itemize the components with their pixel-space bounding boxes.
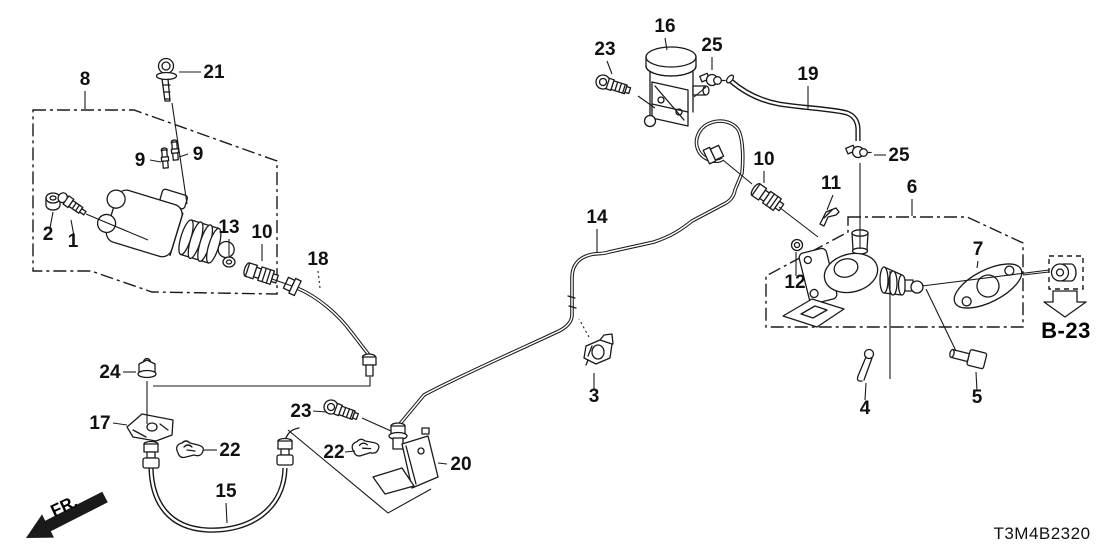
part-25-clamp-drawing <box>845 144 872 159</box>
callout-3: 3 <box>589 386 600 407</box>
part-6-master-cylinder-drawing <box>782 229 924 328</box>
callout-25b: 25 <box>888 145 910 166</box>
part-9-pin-drawing <box>159 147 170 169</box>
callout-13: 13 <box>218 217 239 238</box>
part-15-clutch-hose <box>148 467 288 533</box>
callout-17: 17 <box>89 413 110 434</box>
callout-24: 24 <box>99 362 121 383</box>
front-arrow-icon <box>26 491 108 538</box>
part-22-clip-drawing <box>351 437 381 458</box>
part-4-pin-drawing <box>856 348 875 382</box>
callout-4: 4 <box>860 398 871 419</box>
callout-10: 10 <box>251 222 272 243</box>
callout-7: 7 <box>973 239 984 260</box>
part-5-bolt-drawing <box>949 348 988 370</box>
part-1-fitting-drawing <box>57 192 87 216</box>
part-21-bolt-drawing <box>155 57 178 102</box>
callout-2: 2 <box>43 224 54 245</box>
part-20-bracket-drawing <box>372 422 439 495</box>
callout-23: 23 <box>290 401 311 422</box>
part-8-cylinder-drawing <box>96 188 235 264</box>
callout-15: 15 <box>215 481 237 502</box>
callout-14: 14 <box>586 207 608 228</box>
callout-1: 1 <box>68 231 79 252</box>
callout-10b: 10 <box>753 149 774 170</box>
callout-labels: 8 21 9 9 2 1 13 10 18 24 17 22 15 23 22 … <box>43 16 984 502</box>
callout-21: 21 <box>203 62 225 83</box>
part-23-bolt-drawing <box>593 72 633 98</box>
callout-22: 22 <box>219 440 240 461</box>
part-11-clip-drawing <box>819 207 840 227</box>
callout-25: 25 <box>701 35 723 56</box>
part-13-washer-drawing <box>222 256 236 268</box>
front-direction-indicator: FR. <box>26 491 108 538</box>
part-18-fittings-drawing <box>282 276 377 377</box>
leader-lines <box>49 37 1050 524</box>
callout-9b: 9 <box>193 144 204 165</box>
part-23-bolt-drawing <box>321 397 361 424</box>
part-10-joint-drawing <box>241 261 280 287</box>
callout-8: 8 <box>80 69 91 90</box>
callout-19: 19 <box>797 64 818 85</box>
part-12-washer-drawing <box>790 238 804 252</box>
part-2-cap-drawing <box>45 192 61 211</box>
assembly-boxes <box>32 109 1084 328</box>
callout-6: 6 <box>907 177 918 198</box>
callout-16: 16 <box>654 16 675 37</box>
part-17-bracket-drawing <box>126 413 174 442</box>
part-19-reservoir-hose <box>725 74 861 141</box>
part-8-boundary-box <box>32 109 278 295</box>
part-15-fittings-drawing <box>142 427 300 469</box>
part-14-clutch-pipe <box>397 119 745 427</box>
part-14-end-fitting-drawing <box>702 144 725 165</box>
part-7-gasket-drawing <box>953 263 1023 309</box>
page-ref-label: B-23 <box>1041 318 1091 343</box>
callout-20: 20 <box>450 454 471 475</box>
part-18-pipe <box>296 286 371 357</box>
part-drawings <box>45 46 1077 495</box>
callout-23b: 23 <box>594 39 615 60</box>
callout-12: 12 <box>784 272 805 293</box>
part-10-joint-drawing <box>748 181 787 214</box>
part-6-boundary-box <box>765 216 1024 328</box>
pipes-and-hoses <box>148 74 861 533</box>
part-22-clip-drawing <box>176 440 204 459</box>
diagram-code: T3M4B2320 <box>993 524 1090 543</box>
callout-11: 11 <box>821 173 842 194</box>
part-3-clip-drawing <box>583 333 614 366</box>
callout-22b: 22 <box>323 442 344 463</box>
callout-5: 5 <box>972 387 983 408</box>
page-ref-arrow-icon <box>1043 290 1087 318</box>
grommet-drawing <box>1050 263 1077 282</box>
callout-18: 18 <box>307 249 328 270</box>
part-16-reservoir-drawing <box>643 46 710 128</box>
part-24-nut-drawing <box>137 357 157 379</box>
part-25-clamp-drawing <box>699 72 726 87</box>
callout-9: 9 <box>135 150 146 171</box>
annotations: B-23 T3M4B2320 FR. <box>26 290 1091 543</box>
